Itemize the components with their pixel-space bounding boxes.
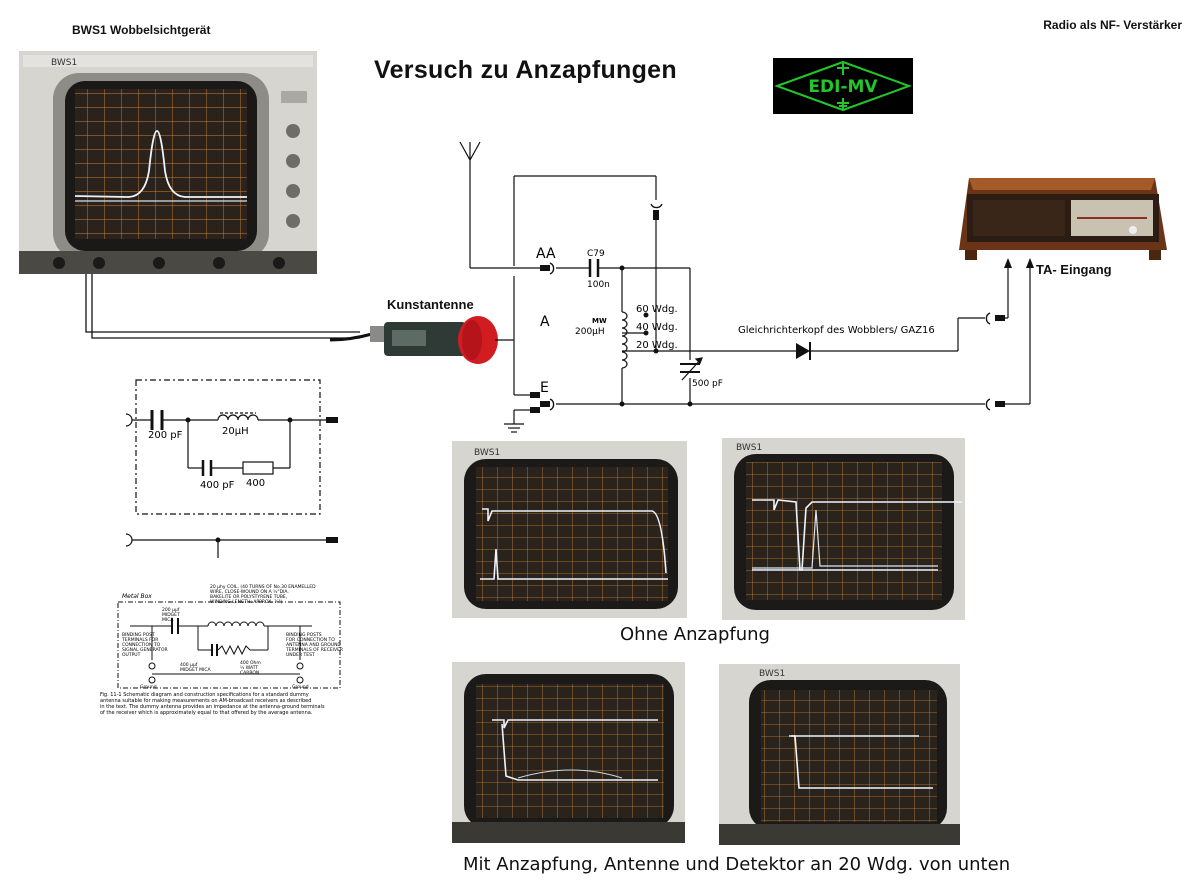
scope-photo-mit-2: BWS1 xyxy=(719,664,960,845)
right-heading: Radio als NF- Verstärker xyxy=(1043,18,1182,32)
node-e-label: E xyxy=(540,380,549,396)
scan-l1: 20 µhy COIL. (40 TURNS OF No.30 ENAMELLE… xyxy=(210,584,316,605)
kunstantenne-label: Kunstantenne xyxy=(387,297,474,312)
scan-metal-box: Metal Box xyxy=(122,593,152,600)
logo-text: EDI-MV xyxy=(808,77,878,97)
c79-label: C79 xyxy=(587,249,605,259)
svg-text:BWS1: BWS1 xyxy=(736,443,762,453)
left-heading: BWS1 Wobbelsichtgerät xyxy=(72,23,211,37)
scan-ground-right: Ground xyxy=(292,684,309,690)
radio-photo xyxy=(959,178,1167,260)
dummy-antenna-schematic: 200 pF 20µH 400 pF 400 xyxy=(125,379,338,558)
trimmer-value: 500 pF xyxy=(692,379,723,389)
coil-value-label: 200µH xyxy=(575,327,605,337)
edi-mv-logo: EDI-MV xyxy=(773,58,913,114)
scan-caption: Fig. 11-1 Schematic diagram and construc… xyxy=(100,692,325,716)
detector-label: Gleichrichterkopf des Wobblers/ GAZ16 xyxy=(738,325,935,336)
tap-40-label: 40 Wdg. xyxy=(636,322,678,333)
svg-text:BWS1: BWS1 xyxy=(474,448,500,458)
dummy-l1-label: 20µH xyxy=(222,426,249,437)
c79-value: 100n xyxy=(587,280,610,290)
node-a-label: A xyxy=(540,314,550,330)
page-title: Versuch zu Anzapfungen xyxy=(374,56,677,84)
ta-eingang-label: TA- Eingang xyxy=(1036,262,1112,277)
node-aa-label: AA xyxy=(536,246,556,262)
caption-ohne: Ohne Anzapfung xyxy=(620,624,770,645)
kunstantenne-photo xyxy=(330,316,498,364)
tap-60-label: 60 Wdg. xyxy=(636,304,678,315)
caption-mit: Mit Anzapfung, Antenne und Detektor an 2… xyxy=(463,854,1011,875)
dummy-r1-label: 400 xyxy=(246,478,265,489)
scope-photo-ohne-2: BWS1 xyxy=(722,438,965,620)
scan-ground-left: Ground xyxy=(140,684,157,690)
tap-20-label: 20 Wdg. xyxy=(636,340,678,351)
scope-photo-mit-1 xyxy=(452,662,685,843)
dummy-c1-label: 200 pF xyxy=(148,430,183,441)
svg-text:BWS1: BWS1 xyxy=(759,669,785,679)
coil-band-label: MW xyxy=(592,317,607,325)
main-scope-photo: BWS1 xyxy=(19,51,317,274)
dummy-c2-label: 400 pF xyxy=(200,480,235,491)
scope-photo-ohne-1: BWS1 xyxy=(452,441,687,618)
svg-text:BWS1: BWS1 xyxy=(51,58,77,68)
